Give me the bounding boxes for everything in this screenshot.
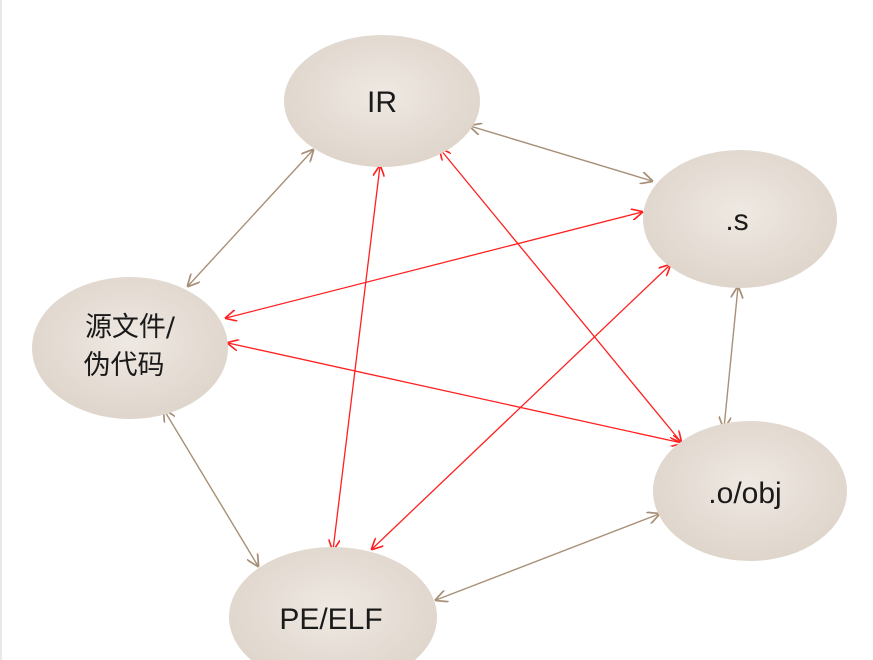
link-s-source: [226, 212, 642, 318]
link-obj-pe: [436, 514, 659, 600]
link-ir-pe: [333, 166, 380, 550]
node-obj-label: .o/obj: [708, 477, 781, 510]
node-source-label-line1: 源文件/: [85, 312, 176, 343]
link-source-obj: [228, 343, 682, 443]
node-pe-label: PE/ELF: [279, 603, 382, 636]
node-obj: .o/obj: [653, 421, 847, 561]
node-source-label-line2: 伪代码: [84, 350, 165, 381]
left-border: [0, 0, 2, 660]
node-ir-label: IR: [367, 86, 397, 119]
node-ir: IR: [284, 35, 480, 167]
node-pe: PE/ELF: [229, 547, 437, 660]
node-s: .s: [643, 150, 837, 288]
link-ir-s: [470, 126, 652, 181]
node-s-label: .s: [725, 204, 748, 237]
link-s-obj: [724, 287, 738, 428]
link-source-pe: [164, 410, 258, 566]
node-source: 源文件/ 伪代码: [32, 277, 228, 419]
link-ir-source: [188, 150, 313, 286]
